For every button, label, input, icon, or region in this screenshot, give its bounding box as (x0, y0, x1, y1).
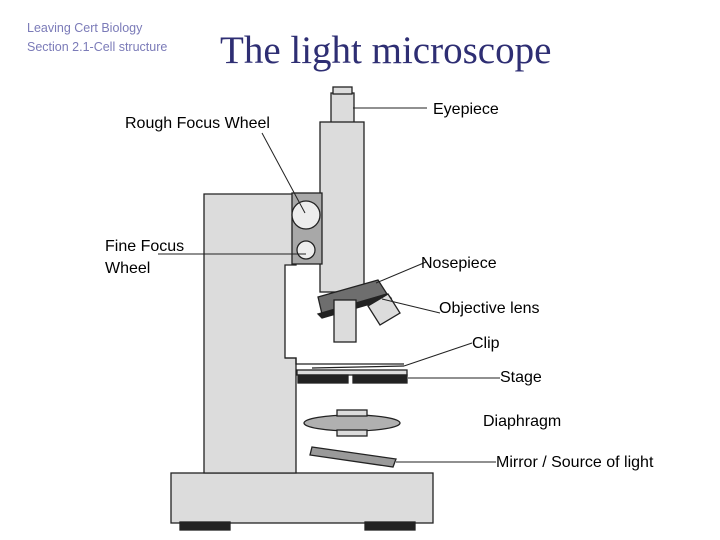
label-clip: Clip (472, 335, 500, 352)
leader-clip (403, 342, 473, 367)
stage-arm (285, 357, 404, 365)
base-foot-left (179, 521, 231, 531)
stage-clip (311, 365, 405, 369)
rough-focus-wheel (291, 200, 321, 230)
label-fine-focus-line1: Fine Focus (105, 238, 185, 255)
mirror (309, 446, 397, 468)
diaphragm-disc (303, 414, 401, 432)
base-foot-right (364, 521, 416, 531)
leader-objective (381, 298, 441, 314)
label-nosepiece: Nosepiece (421, 255, 497, 272)
label-rough-focus-wheel: Rough Focus Wheel (125, 115, 270, 132)
body-tube (319, 121, 365, 293)
diaphragm-top (336, 409, 368, 417)
label-diaphragm: Diaphragm (483, 413, 562, 430)
microscope-base (170, 472, 434, 524)
page-title: The light microscope (220, 29, 552, 72)
objective-lens-main (333, 299, 357, 343)
label-fine-focus-line2: Wheel (105, 260, 151, 277)
leader-nosepiece (375, 261, 427, 284)
microscope-arm (203, 193, 297, 474)
eyepiece-rim (332, 86, 353, 95)
label-eyepiece: Eyepiece (433, 101, 499, 118)
stage-right (352, 374, 408, 384)
label-objective-lens: Objective lens (439, 300, 540, 317)
stage-left (297, 374, 349, 384)
course-title: Leaving Cert Biology (27, 21, 143, 35)
label-stage: Stage (500, 369, 542, 386)
stage-platform (296, 369, 408, 376)
leader-rough-focus (261, 132, 306, 214)
section-title: Section 2.1-Cell structure (27, 40, 168, 54)
fine-focus-wheel (296, 240, 316, 260)
diaphragm-bottom (336, 429, 368, 437)
label-mirror: Mirror / Source of light (496, 454, 654, 471)
eyepiece-tube (330, 92, 355, 124)
